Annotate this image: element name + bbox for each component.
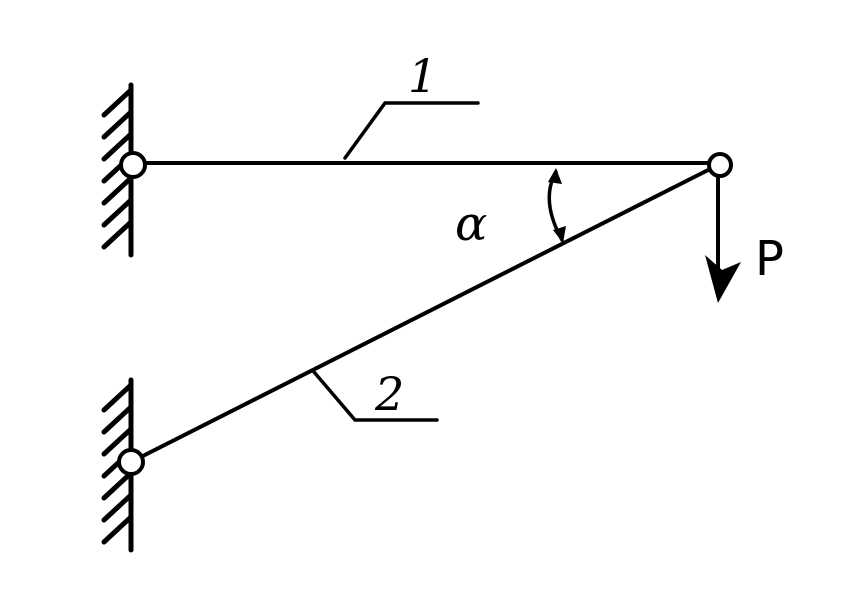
angle-label: α bbox=[455, 196, 487, 252]
lower-wall-pin bbox=[117, 448, 145, 476]
joint-pin bbox=[707, 152, 733, 178]
rod-1-leader bbox=[343, 101, 480, 160]
rod-2 bbox=[129, 163, 720, 464]
load-arrow bbox=[705, 173, 741, 303]
load-label: P bbox=[755, 231, 784, 287]
rod-1-label: 1 bbox=[408, 49, 437, 103]
angle-arc bbox=[547, 168, 566, 243]
upper-wall-pin bbox=[119, 151, 147, 179]
rod-2-label: 2 bbox=[374, 367, 404, 421]
rod-2-leader bbox=[312, 370, 439, 422]
